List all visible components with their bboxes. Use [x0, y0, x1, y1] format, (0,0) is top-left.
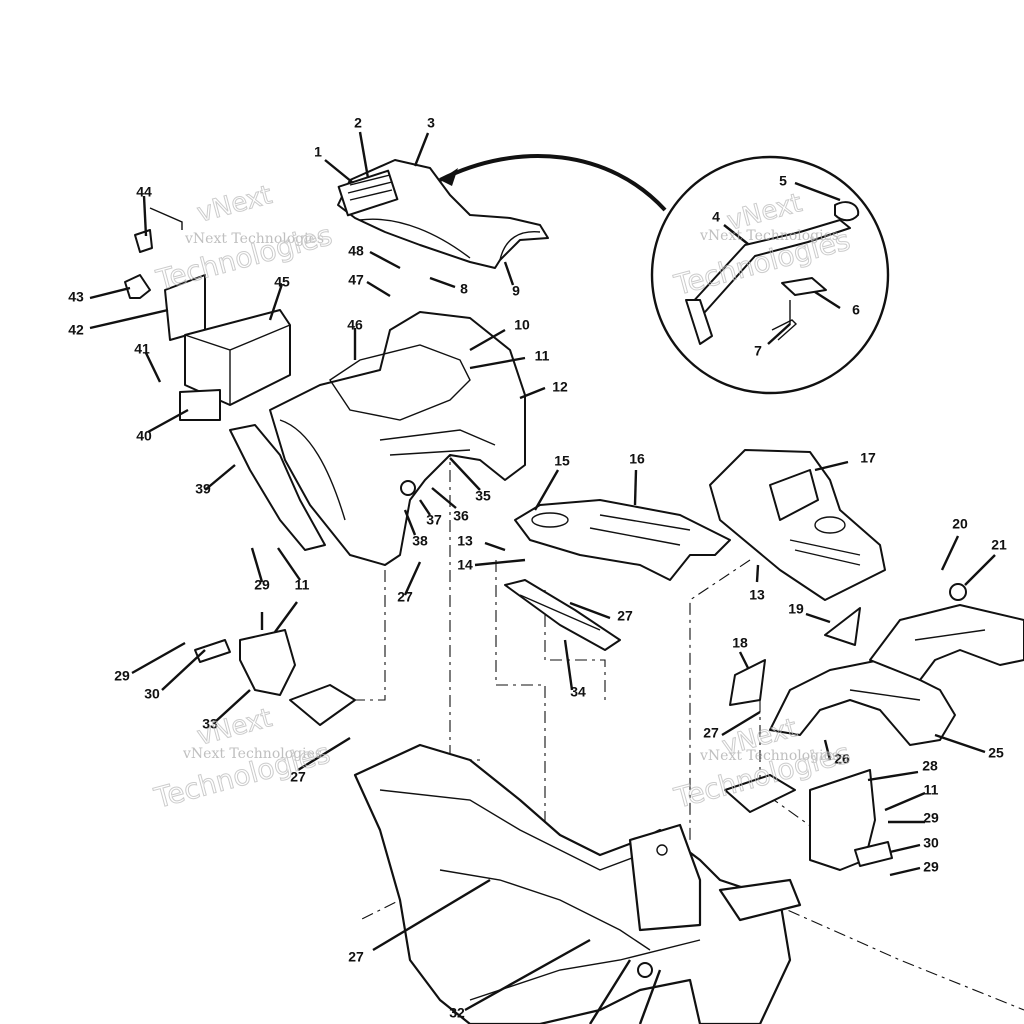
watermark-bottom-left: vNext vNext Technologies Technologies	[150, 703, 334, 816]
callout-12: 12	[552, 379, 568, 395]
callout-1: 1	[314, 144, 322, 160]
inset-arrow	[439, 154, 667, 212]
callout-48: 48	[348, 243, 364, 259]
callout-35: 35	[475, 488, 491, 504]
watermark-text: vNext Technologies	[699, 228, 839, 244]
callout-19: 19	[788, 601, 804, 617]
callout-17: 17	[860, 450, 876, 466]
callout-15: 15	[554, 453, 570, 469]
callout-13-left: 13	[457, 533, 473, 549]
headlight-console	[709, 449, 886, 601]
callout-8: 8	[460, 281, 468, 297]
watermark-text: vNext	[194, 180, 275, 229]
callout-27-left: 27	[397, 589, 413, 605]
callout-10: 10	[514, 317, 530, 333]
callout-6: 6	[852, 302, 860, 318]
callout-2: 2	[354, 115, 362, 131]
front-panel	[504, 499, 731, 651]
callout-7: 7	[754, 343, 762, 359]
callout-41: 41	[134, 341, 150, 357]
callout-9: 9	[512, 283, 520, 299]
callout-27-bottom: 27	[348, 949, 364, 965]
watermark-text: vNext	[194, 703, 275, 752]
callout-11-right: 11	[924, 782, 939, 798]
callout-47: 47	[348, 272, 364, 288]
callout-30-right: 30	[923, 835, 939, 851]
arrow-head	[440, 168, 458, 186]
callout-29-r1: 29	[923, 810, 939, 826]
callout-37: 37	[426, 512, 442, 528]
callout-27-right: 27	[703, 725, 719, 741]
callout-28: 28	[922, 758, 938, 774]
frame-chassis	[353, 743, 802, 1024]
watermark-text: vNext Technologies	[182, 746, 322, 762]
watermark-text: vNext Technologies	[184, 231, 324, 247]
callout-44: 44	[136, 184, 152, 200]
callout-25: 25	[988, 745, 1004, 761]
callout-36: 36	[453, 508, 469, 524]
callout-14: 14	[457, 557, 473, 573]
right-mud-flap	[809, 769, 893, 871]
callout-39: 39	[195, 481, 211, 497]
seat	[337, 159, 549, 269]
callout-33: 33	[202, 716, 218, 732]
callout-42: 42	[68, 322, 84, 338]
callout-30-left: 30	[144, 686, 160, 702]
callout-40: 40	[136, 428, 152, 444]
callout-29-left-b: 29	[114, 668, 130, 684]
callout-20: 20	[952, 516, 968, 532]
callout-4: 4	[712, 209, 720, 225]
callout-45: 45	[274, 274, 290, 290]
callout-13-right: 13	[749, 587, 765, 603]
callout-16: 16	[629, 451, 645, 467]
callout-34: 34	[570, 684, 586, 700]
callout-32: 32	[449, 1005, 465, 1021]
callout-26: 26	[834, 751, 850, 767]
battery-box	[124, 207, 291, 421]
callout-3: 3	[427, 115, 435, 131]
callout-29-r2: 29	[923, 859, 939, 875]
callout-43: 43	[68, 289, 84, 305]
front-fender	[729, 583, 1024, 746]
callout-5: 5	[779, 173, 787, 189]
callout-21: 21	[991, 537, 1007, 553]
callout-labels: 1 2 3 4 5 6 7 8 9 10 11 12 13 14 15 16 1…	[68, 115, 1007, 1021]
callout-29-left-a: 29	[254, 577, 270, 593]
callout-11-top: 11	[535, 348, 550, 364]
callout-27-mid: 27	[617, 608, 633, 624]
watermark-top-left: vNext vNext Technologies Technologies	[152, 180, 336, 298]
callout-38: 38	[412, 533, 428, 549]
callout-11-left: 11	[295, 577, 310, 593]
footrest-plates	[194, 629, 796, 813]
watermark-text: vNext Technologies	[699, 748, 839, 764]
rear-fender	[229, 311, 526, 566]
leader-lines	[89, 131, 996, 1024]
callout-46: 46	[347, 317, 363, 333]
callout-18: 18	[732, 635, 748, 651]
latch-detail-inset	[650, 155, 890, 395]
callout-27-lower: 27	[290, 769, 306, 785]
